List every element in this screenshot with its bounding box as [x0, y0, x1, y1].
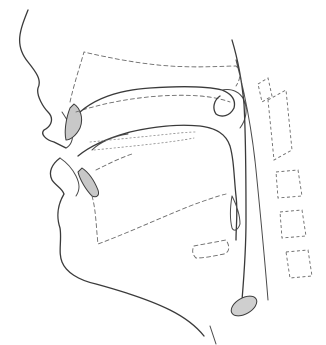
vertebra-c1	[258, 78, 272, 102]
vertebra-c4	[280, 210, 306, 238]
upper-teeth-row	[90, 132, 196, 142]
hyoid-bone	[193, 240, 229, 258]
hard-palate	[80, 87, 235, 116]
maxilla-outline	[70, 52, 240, 102]
upper-incisor	[65, 104, 81, 140]
vertebra-c2	[268, 90, 292, 160]
lower-teeth-row	[94, 138, 194, 150]
vertebra-c3	[276, 170, 302, 198]
face-profile-upper	[20, 10, 66, 148]
neck-line	[210, 326, 216, 344]
lower-incisor	[78, 168, 99, 197]
tongue-lower	[92, 134, 128, 150]
mandible-ramus	[96, 154, 132, 170]
larynx-cartilage	[228, 292, 260, 320]
maxilla-lower-edge	[76, 95, 230, 112]
epiglottis	[231, 196, 241, 230]
spine-anterior-line	[236, 60, 268, 300]
mandible-outline	[92, 194, 226, 244]
vertebra-c5	[286, 250, 312, 278]
lower-lip-contour	[60, 158, 79, 196]
lower-lip-chin-profile	[50, 158, 204, 336]
